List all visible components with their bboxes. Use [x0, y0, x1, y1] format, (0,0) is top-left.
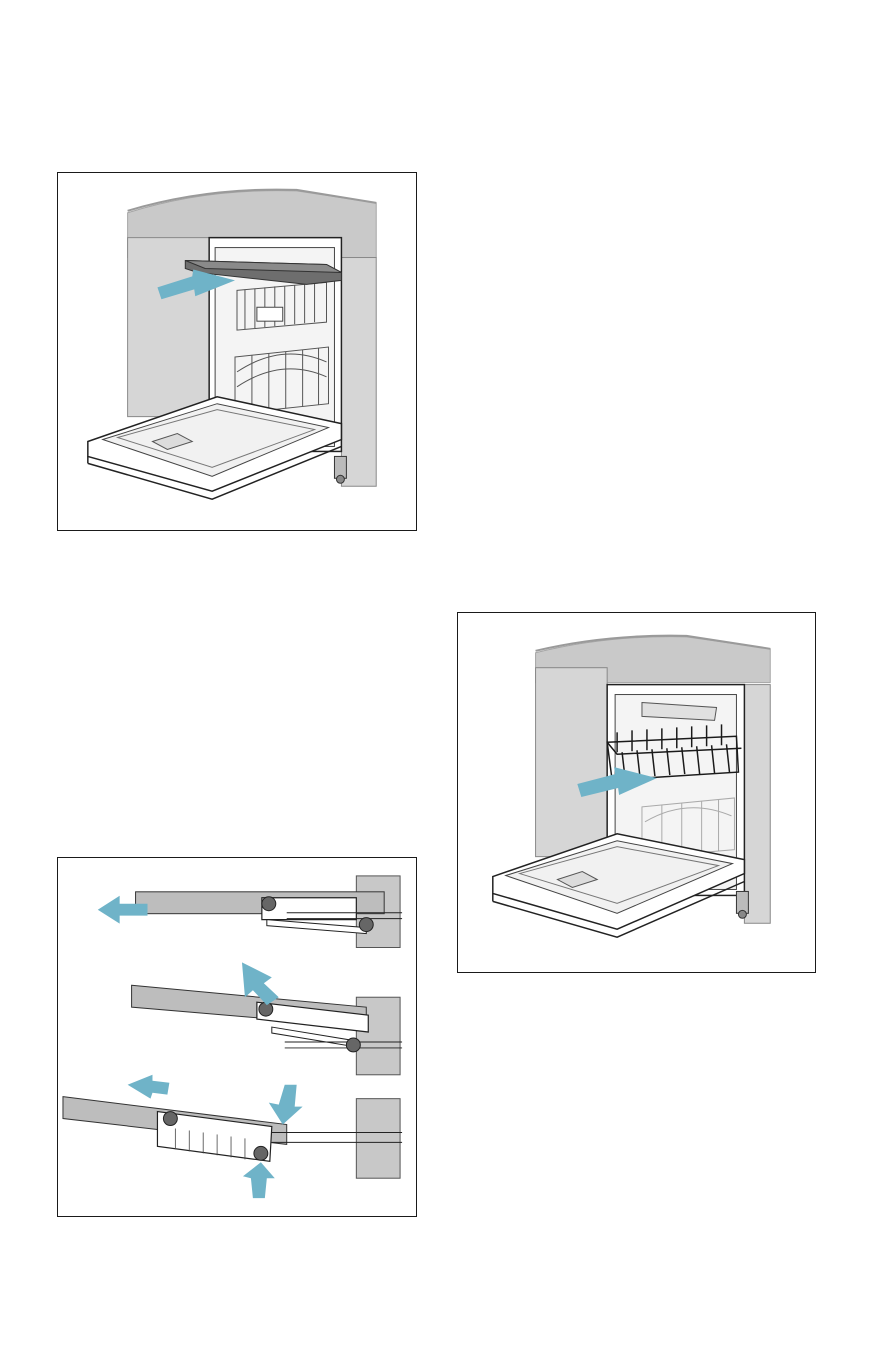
roller-icon [262, 897, 276, 911]
cabinet-left [536, 668, 608, 857]
step-3 [63, 1075, 402, 1198]
roller-icon [254, 1146, 268, 1160]
figure-remove-cutlery-drawer [57, 172, 417, 531]
roller-icon [163, 1112, 177, 1126]
press-arrow-icon [243, 1162, 275, 1198]
cabinet-right [341, 258, 376, 487]
step-1 [98, 892, 402, 934]
figure-remove-upper-rack [457, 612, 816, 973]
roller-icon [346, 1038, 360, 1052]
cabinet-right [744, 685, 770, 924]
roller-icon [359, 918, 373, 932]
figure-rail-detail [57, 857, 417, 1217]
press-arrow-icon [269, 1085, 303, 1125]
dishwasher-open-icon [458, 613, 815, 972]
pull-arrow-icon [128, 1075, 170, 1099]
roller-icon [259, 1002, 273, 1016]
rail-icon [58, 858, 416, 1216]
dishwasher-open-icon [58, 173, 416, 530]
